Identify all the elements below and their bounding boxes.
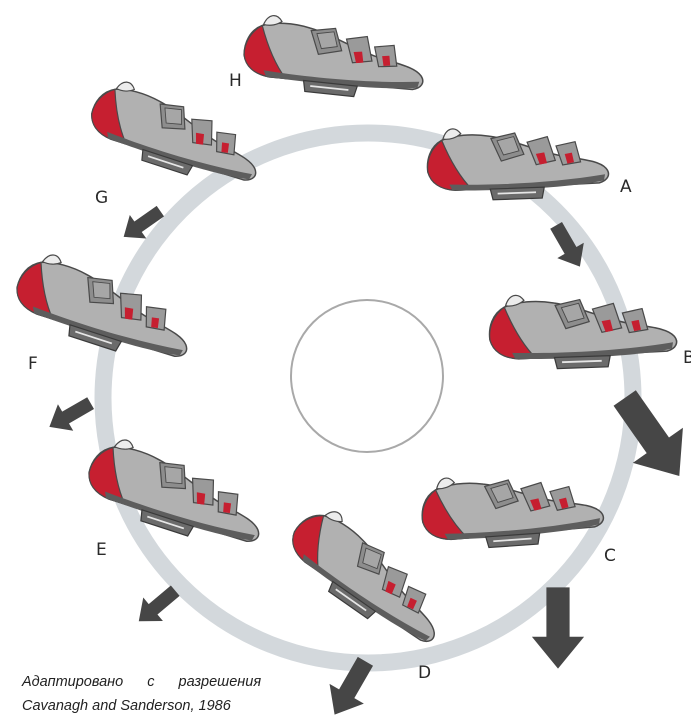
- shoe-c: [420, 467, 605, 552]
- position-label-g: G: [95, 188, 108, 208]
- shoe-e: [80, 432, 274, 557]
- shoe-g: [83, 75, 271, 195]
- position-label-d: D: [418, 663, 431, 683]
- credit-line-1: Адаптировано с разрешения: [22, 674, 261, 690]
- position-label-a: A: [620, 177, 632, 197]
- position-label-h: H: [229, 71, 242, 91]
- position-label-b: B: [683, 348, 691, 368]
- shoe-b: [488, 290, 677, 371]
- position-label-f: F: [28, 354, 38, 374]
- shoe-h: [241, 13, 428, 104]
- shoe-a: [426, 124, 609, 203]
- position-label-e: E: [96, 540, 107, 560]
- crank-hub: [291, 300, 443, 452]
- position-label-c: C: [604, 546, 616, 566]
- force-arrow-f: [42, 390, 99, 440]
- credit-line-2: Cavanagh and Sanderson, 1986: [22, 698, 231, 714]
